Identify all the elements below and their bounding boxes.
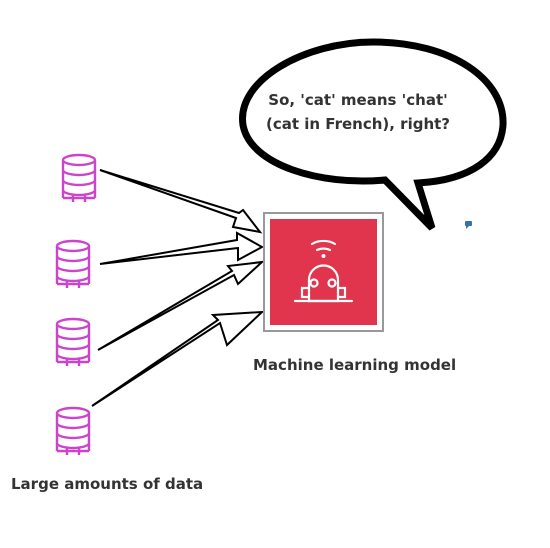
arrow-2 [99, 231, 265, 265]
arrow-3 [97, 260, 265, 351]
database-icon [55, 239, 91, 290]
speech-line-1: So, 'cat' means 'chat' [268, 91, 448, 109]
arrows [91, 169, 265, 407]
model-box [263, 212, 384, 332]
data-label: Large amounts of data [11, 475, 204, 493]
model-label: Machine learning model [253, 356, 457, 374]
arrow-1 [99, 169, 263, 234]
database-icon [55, 317, 91, 368]
database-icon [61, 153, 97, 204]
database-icon [55, 406, 91, 457]
speech-bubble-text: So, 'cat' means 'chat' (cat in French), … [252, 88, 464, 136]
arrow-4 [91, 310, 265, 407]
comment-icon [465, 221, 472, 229]
robot-icon [293, 239, 354, 303]
speech-bubble [239, 38, 507, 231]
speech-line-2: (cat in French), right? [265, 115, 450, 133]
